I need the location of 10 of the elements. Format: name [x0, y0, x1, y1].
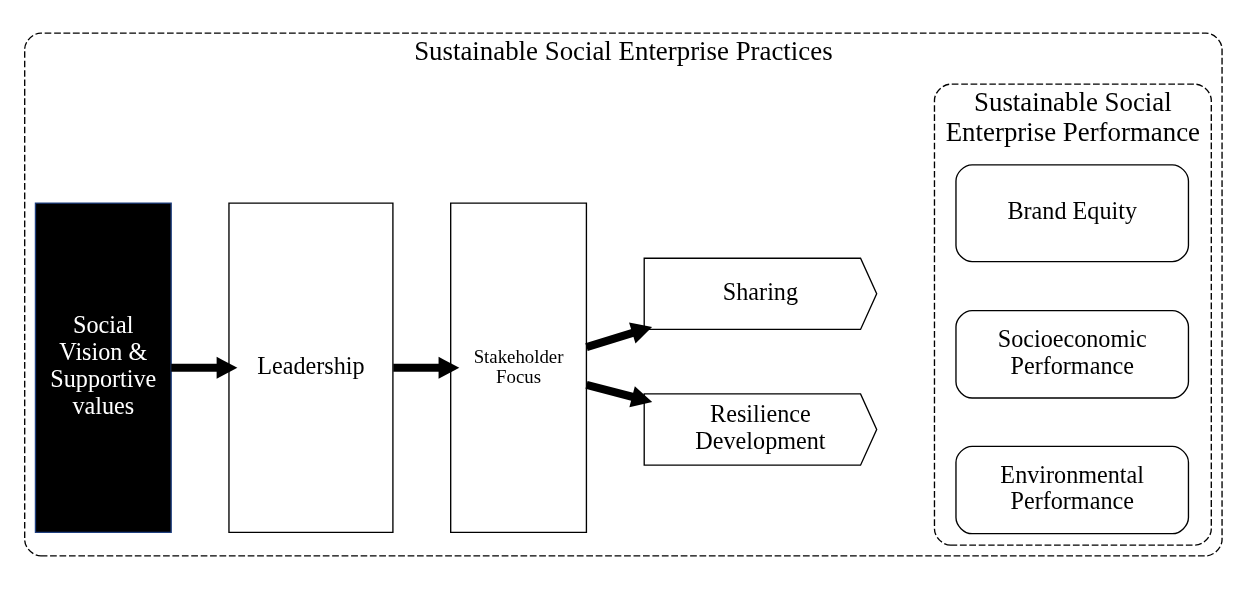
- arrow: [585, 322, 653, 351]
- arrow: [585, 381, 653, 408]
- node-box: Brand Equity: [955, 164, 1190, 263]
- arrow: [171, 356, 238, 379]
- node-box: Socioeconomic Performance: [955, 309, 1190, 399]
- node-box: Leadership: [228, 202, 394, 534]
- arrow: [393, 356, 460, 379]
- node-box: Stakeholder Focus: [450, 202, 588, 534]
- node-box: Environmental Performance: [955, 445, 1190, 535]
- node-box: Social Vision & Supportive values: [34, 202, 172, 534]
